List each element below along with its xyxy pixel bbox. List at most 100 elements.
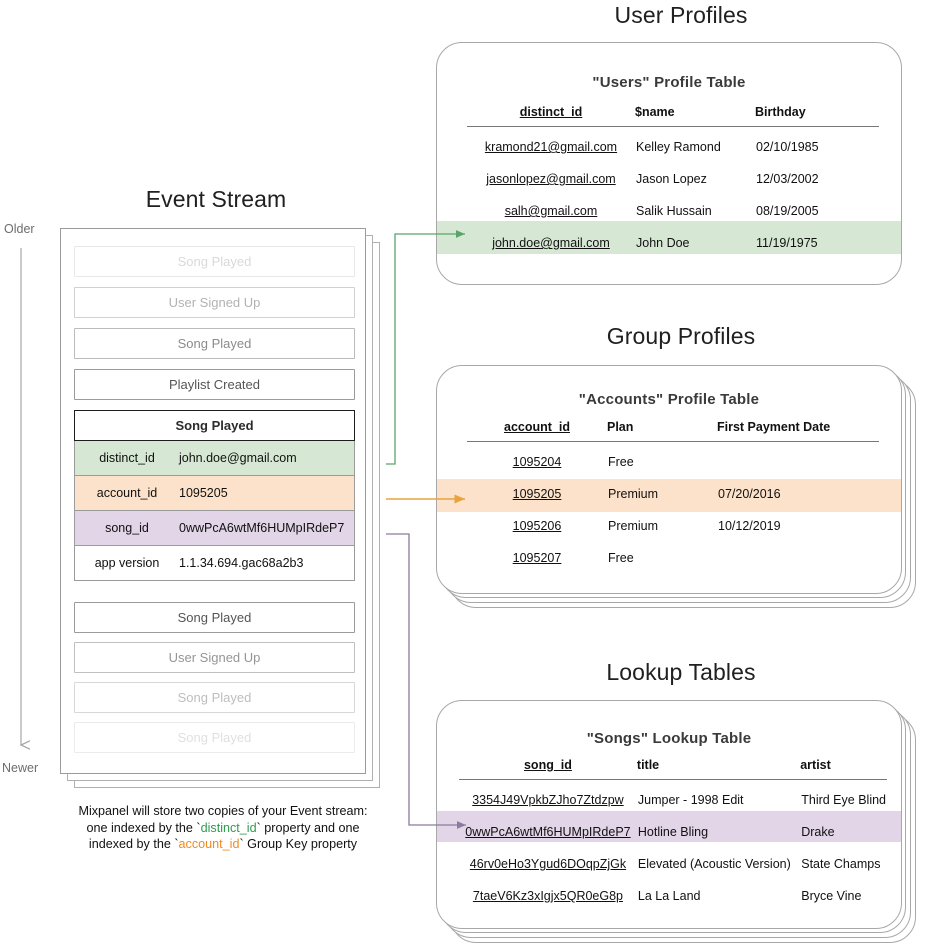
caption-account-id-token: account_id (178, 837, 240, 851)
table-row[interactable]: 3354J49VpkbZJho7Ztdzpw Jumper - 1998 Edi… (459, 780, 887, 817)
table-header-row: account_id Plan First Payment Date (467, 420, 879, 442)
cell-artist: Bryce Vine (801, 889, 862, 903)
caption-distinct-id-token: distinct_id (200, 820, 257, 835)
caption-line3-post: ` Group Key property (239, 837, 358, 851)
event-item-label: Song Played (177, 336, 252, 351)
cell-account-id: 1095207 (512, 551, 562, 565)
event-property-key: account_id (96, 486, 158, 500)
event-property-distinct-id[interactable]: distinct_id john.doe@gmail.com (74, 441, 355, 476)
event-property-value: 1095205 (179, 486, 228, 500)
cell-distinct-id: kramond21@gmail.com (484, 140, 618, 154)
cell-first-payment-date (717, 542, 879, 574)
table-row[interactable]: kramond21@gmail.com Kelley Ramond 02/10/… (467, 127, 879, 164)
section-title-event-stream: Event Stream (145, 186, 287, 212)
cell-plan: Premium (608, 487, 659, 501)
event-property-key: distinct_id (99, 451, 155, 465)
event-property-key: app version (94, 556, 160, 570)
event-item[interactable]: User Signed Up (74, 287, 355, 318)
cell-title: Jumper - 1998 Edit (637, 793, 744, 807)
event-item[interactable]: Song Played (74, 246, 355, 277)
accounts-col-first-payment-date: First Payment Date (717, 420, 831, 434)
songs-lookup-card: "Songs" Lookup Table song_id title artis… (436, 700, 902, 929)
cell-song-id: 3354J49VpkbZJho7Ztdzpw (472, 793, 624, 807)
users-profile-table: distinct_id $name Birthday kramond21@gma… (467, 105, 879, 259)
songs-lookup-card-stack: "Songs" Lookup Table song_id title artis… (436, 700, 916, 950)
accounts-profile-table: account_id Plan First Payment Date 10952… (467, 420, 879, 574)
caption-line-1: Mixpanel will store two copies of your E… (78, 804, 368, 818)
caption-line3-pre: indexed by the ` (88, 837, 179, 851)
users-profile-card-stack: "Users" Profile Table distinct_id $name … (436, 42, 910, 287)
cell-first-payment-date (717, 442, 879, 479)
table-row[interactable]: jasonlopez@gmail.com Jason Lopez 12/03/2… (467, 163, 879, 195)
cell-artist: State Champs (801, 857, 881, 871)
event-property-key: song_id (105, 521, 149, 535)
cell-first-payment-date: 10/12/2019 (718, 519, 781, 533)
section-title-lookup-tables: Lookup Tables (606, 659, 756, 685)
songs-table-title: "Songs" Lookup Table (586, 730, 752, 747)
accounts-col-account-id: account_id (504, 420, 570, 434)
table-header-row: distinct_id $name Birthday (467, 105, 879, 127)
event-item-label: Song Played (177, 610, 252, 625)
event-property-app-version[interactable]: app version 1.1.34.694.gac68a2b3 (74, 546, 355, 581)
table-row[interactable]: 1095206 Premium 10/12/2019 (467, 510, 879, 542)
event-item-label: Playlist Created (168, 377, 261, 392)
accounts-row-highlight-band (437, 479, 901, 512)
table-row[interactable]: 1095204 Free (467, 442, 879, 479)
event-item-label: Song Played (177, 254, 252, 269)
event-property-account-id[interactable]: account_id 1095205 (74, 476, 355, 511)
event-property-song-id[interactable]: song_id 0wwPcA6wtMf6HUMpIRdeP7 (74, 511, 355, 546)
cell-artist: Drake (801, 825, 835, 839)
table-row[interactable]: 7taeV6Kz3xIgjx5QR0eG8p La La Land Bryce … (459, 880, 887, 912)
event-item[interactable]: Song Played (74, 328, 355, 359)
accounts-profile-card-stack: "Accounts" Profile Table account_id Plan… (436, 365, 916, 615)
cell-distinct-id: john.doe@gmail.com (492, 236, 610, 250)
event-item-label: Song Played (177, 690, 252, 705)
event-item[interactable]: Song Played (74, 682, 355, 713)
accounts-col-plan: Plan (607, 420, 634, 434)
table-row-highlighted[interactable]: john.doe@gmail.com John Doe 11/19/1975 (467, 227, 879, 259)
cell-title: La La Land (637, 889, 701, 903)
event-stream-panel: Song Played User Signed Up Song Played P… (60, 228, 380, 788)
cell-name: Jason Lopez (636, 172, 707, 186)
table-header-row: song_id title artist (459, 758, 887, 780)
table-row-highlighted[interactable]: 0wwPcA6wtMf6HUMpIRdeP7 Hotline Bling Dra… (459, 816, 887, 848)
expanded-event: Song Played distinct_id john.doe@gmail.c… (74, 410, 355, 581)
event-item[interactable]: Playlist Created (74, 369, 355, 400)
section-title-user-profiles: User Profiles (614, 2, 748, 28)
caption-line-3: indexed by the `account_id` Group Key pr… (28, 836, 418, 853)
cell-account-id: 1095206 (512, 519, 562, 533)
cell-title: Hotline Bling (637, 825, 709, 839)
cell-birthday: 02/10/1985 (756, 140, 819, 154)
cell-plan: Premium (608, 519, 659, 533)
event-property-value: 0wwPcA6wtMf6HUMpIRdeP7 (179, 521, 345, 535)
cell-distinct-id: salh@gmail.com (504, 204, 598, 218)
cell-artist: Third Eye Blind (801, 793, 886, 807)
section-title-group-profiles: Group Profiles (606, 323, 756, 349)
users-col-distinct-id: distinct_id (519, 105, 583, 119)
table-row-highlighted[interactable]: 1095205 Premium 07/20/2016 (467, 478, 879, 510)
cell-title: Elevated (Acoustic Version) (637, 857, 791, 871)
cell-distinct-id: jasonlopez@gmail.com (486, 172, 616, 186)
cell-birthday: 08/19/2005 (756, 204, 819, 218)
event-property-value: john.doe@gmail.com (179, 451, 297, 465)
caption-line-2: one indexed by the `distinct_id` propert… (28, 820, 418, 837)
caption-line2-post: ` property and one (256, 820, 360, 835)
users-row-highlight-band (437, 221, 901, 254)
cell-account-id: 1095205 (512, 487, 562, 501)
table-row[interactable]: salh@gmail.com Salik Hussain 08/19/2005 (467, 195, 879, 227)
event-item[interactable]: Song Played (74, 722, 355, 753)
event-item[interactable]: Song Played (74, 602, 355, 633)
cell-plan: Free (608, 455, 634, 469)
accounts-profile-card: "Accounts" Profile Table account_id Plan… (436, 365, 902, 594)
event-item[interactable]: User Signed Up (74, 642, 355, 673)
table-row[interactable]: 1095207 Free (467, 542, 879, 574)
songs-col-title: title (636, 758, 660, 772)
table-row[interactable]: 46rv0eHo3Ygud6DOqpZjGk Elevated (Acousti… (459, 848, 887, 880)
cell-name: John Doe (636, 236, 690, 250)
cell-song-id: 0wwPcA6wtMf6HUMpIRdeP7 (465, 825, 631, 839)
users-col-birthday: Birthday (755, 105, 806, 119)
event-item-label: User Signed Up (168, 295, 261, 310)
songs-lookup-table: song_id title artist 3354J49VpkbZJho7Ztd… (459, 758, 887, 912)
songs-col-song-id: song_id (523, 758, 572, 772)
expanded-event-title[interactable]: Song Played (74, 410, 355, 441)
